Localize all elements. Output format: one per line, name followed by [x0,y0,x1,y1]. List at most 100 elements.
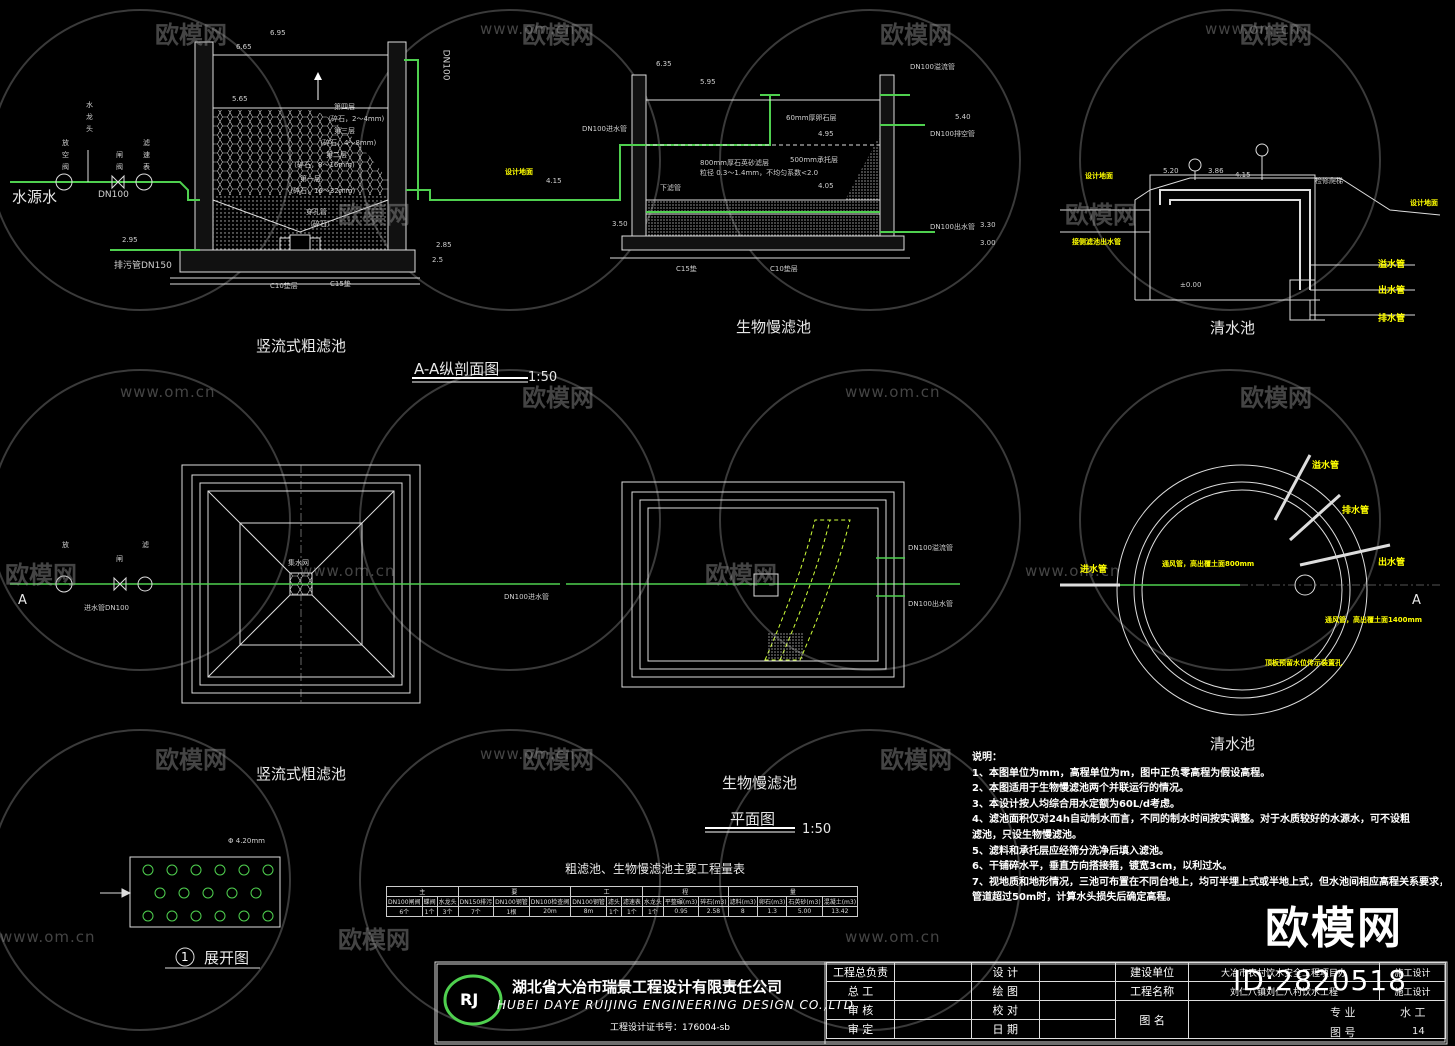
tb-cell: 图 名 [1115,1000,1189,1039]
level-label: 5.95 [700,78,716,86]
watermark-site: www.om.cn [845,383,941,401]
tb-cell [1038,981,1117,1001]
table-cell: 1个 [641,906,664,917]
unfold-plate [100,856,281,969]
concrete-label: C10垫层 [270,282,298,290]
ground-label: 设计地面 [1410,199,1438,207]
tb-cell: 工程名称 [1115,981,1189,1001]
watermark-brand: 欧模网 [5,561,77,589]
ladder-label: 检修爬梯 [1315,177,1343,185]
table-subheader: 水龙头 [436,896,459,907]
valve-label: 水 [86,101,93,109]
ground-label: 设计地面 [1085,172,1113,180]
table-cell: 13.42 [821,906,859,917]
tb-cell [1038,962,1117,982]
tb-drawing-no-label: 图 号 [1330,1026,1356,1039]
valve-label: 滤 [142,541,149,549]
titleblock-table: 工程总负责 设 计 建设单位 大冶市农村饮水安全工程项目办 施工设计 总 工 绘… [825,962,1447,1039]
quantity-table: 主 要 工 程 量 DN100闸阀 蝶阀 水龙头 DN150排污 DN100钢管… [386,886,859,917]
table-subheader: 蝶阀 [421,896,438,907]
level-label: 6.95 [270,29,286,37]
section-title: A-A纵剖面图 [414,360,500,378]
pipe-label: DN100溢流管 [908,544,953,552]
outlet-pipe-label: 出水管 [1378,286,1406,296]
watermark-brand: 欧模网 [1240,384,1312,412]
layer-label: 第三层 [334,127,355,135]
source-dn-label: DN100 [98,190,129,200]
source-label: 水源水 [12,188,58,206]
watermark-brand: 欧模网 [880,21,952,49]
table-cell: 8 [727,906,758,917]
drain-label: 排污管DN150 [114,261,172,271]
media-label: 800mm厚石英砂滤层 [700,159,769,167]
pipe-label: DN100出水管 [930,223,975,231]
concrete-label: C10垫层 [770,265,798,273]
watermark-brand: 欧模网 [522,21,594,49]
tb-cell [894,962,972,982]
table-cell: 1个 [620,906,643,917]
watermark-brand: 欧模网 [880,746,952,774]
section-scale: 1:50 [528,370,558,385]
valve-label: 表 [143,163,150,171]
plan-outlet-pipe: 出水管 [1378,558,1406,568]
layer-label: 第四层 [334,103,355,111]
note-item: 管道超过50m时，计算水头损失后确定高程。 [972,892,1177,904]
watermark-brand: 欧模网 [338,926,410,954]
brand-id: ID:2820518 [1233,964,1407,997]
table-subheader: DN100钢管 [493,896,530,907]
table-header: 程 [641,886,729,897]
table-cell: 6个 [386,906,423,917]
table-cell: 1.3 [756,906,788,917]
watermark-brand: 欧模网 [155,746,227,774]
layer-label: （碎石，4～8mm) [316,139,377,147]
table-cell: 1个 [605,906,622,917]
plan-inlet-label: 进水管DN100 [84,604,129,612]
ground-label: 设计地面 [505,168,533,176]
watermark-brand: 欧模网 [522,746,594,774]
concrete-label: C15垫 [676,265,697,273]
tb-cell [1187,1000,1447,1039]
table-cell: 0.95 [662,906,700,917]
layer-label: （碎石，16～32mm) [286,187,356,195]
notes-block: 说明： 1、本图单位为mm，高程单位为m，图中正负零高程为假设高程。 2、本图适… [972,750,1442,906]
tb-cell: 工程总负责 [825,962,896,982]
valve-label: 滤 [143,139,150,147]
note-item: 3、本设计按人均综合用水定额为60L/d考虑。 [972,798,1181,810]
gauge-hole-label: 顶板预留水位传示装置孔 [1265,659,1342,667]
plan-label: 集水网 [288,559,309,567]
note-item: 4、滤池面积仅对24h自动制水而言，不同的制水时间按实调整。对于水质较好的水源水… [972,814,1410,826]
plan-overflow-pipe: 溢水管 [1312,461,1340,471]
watermark-site: www.om.cn [480,20,576,38]
level-label: 3.86 [1208,167,1224,175]
valve-label: 龙 [86,113,93,121]
tb-cell: 日 期 [970,1019,1040,1039]
table-subheader: DN100检查阀 [528,896,572,907]
level-label: 3.00 [980,239,996,247]
media-label: 粒径 0.3～1.4mm，不均匀系数<2.0 [700,169,819,177]
level-label: 5.20 [1163,167,1179,175]
tb-cell: 建设单位 [1115,962,1189,982]
company-name: 湖北省大冶市瑞景工程设计有限责任公司 [512,978,783,996]
level-label: 2.85 [436,241,452,249]
table-cell: 7个 [457,906,495,917]
table-cell: 5.00 [786,906,823,917]
pipe-label: DN100排空管 [930,130,975,138]
layer-label: 穿孔管 [306,208,327,216]
quantity-table-title: 粗滤池、生物慢滤池主要工程量表 [565,862,746,876]
notes-title: 说明： [972,752,1002,763]
level-label: 2.5 [432,256,444,264]
watermark-site: www.om.cn [300,562,396,580]
table-subheader: 平整碾(m3) [662,896,700,907]
design-cert: 工程设计证书号：176004-sb [610,1023,731,1033]
tb-cell: 审 定 [825,1019,896,1039]
valve-label: 速 [143,151,150,159]
table-subheader: 滤头 [605,896,622,907]
tb-cell [1038,1000,1117,1020]
coarse-filter-section [10,41,600,285]
layer-label: （碎石，2～4mm) [324,115,385,123]
level-label: 3.30 [980,221,996,229]
plan-scale: 1:50 [802,822,832,837]
level-label: 5.65 [232,95,248,103]
table-subheader: 卵石(m3) [756,896,788,907]
table-cell: 8m [570,906,607,917]
